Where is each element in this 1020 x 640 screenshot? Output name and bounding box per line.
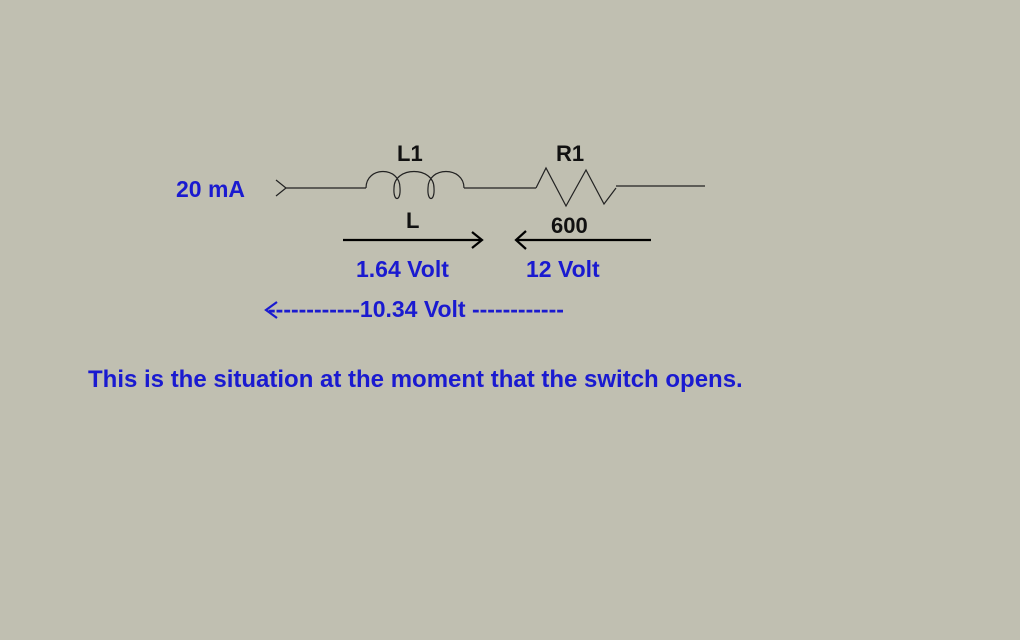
- source-current-label: 20 mA: [176, 176, 245, 202]
- total-voltage-arrowhead: [264, 301, 278, 319]
- inductor-ref-label: L1: [397, 141, 423, 166]
- inductor-value-label: L: [406, 208, 419, 233]
- resistor-value-label: 600: [551, 213, 588, 238]
- inductor-voltage-arrowhead: [471, 231, 484, 249]
- resistor-voltage-label: 12 Volt: [526, 256, 600, 282]
- resistor-r1: [535, 166, 617, 208]
- resistor-ref-label: R1: [556, 141, 584, 166]
- resistor-voltage-arrowhead: [514, 230, 527, 250]
- total-voltage-label: ------------10.34 Volt ------------: [268, 296, 564, 322]
- caption-text: This is the situation at the moment that…: [88, 366, 743, 393]
- inductor-l1: [365, 170, 465, 200]
- current-direction-arrow: [275, 179, 287, 197]
- inductor-voltage-label: 1.64 Volt: [356, 256, 449, 282]
